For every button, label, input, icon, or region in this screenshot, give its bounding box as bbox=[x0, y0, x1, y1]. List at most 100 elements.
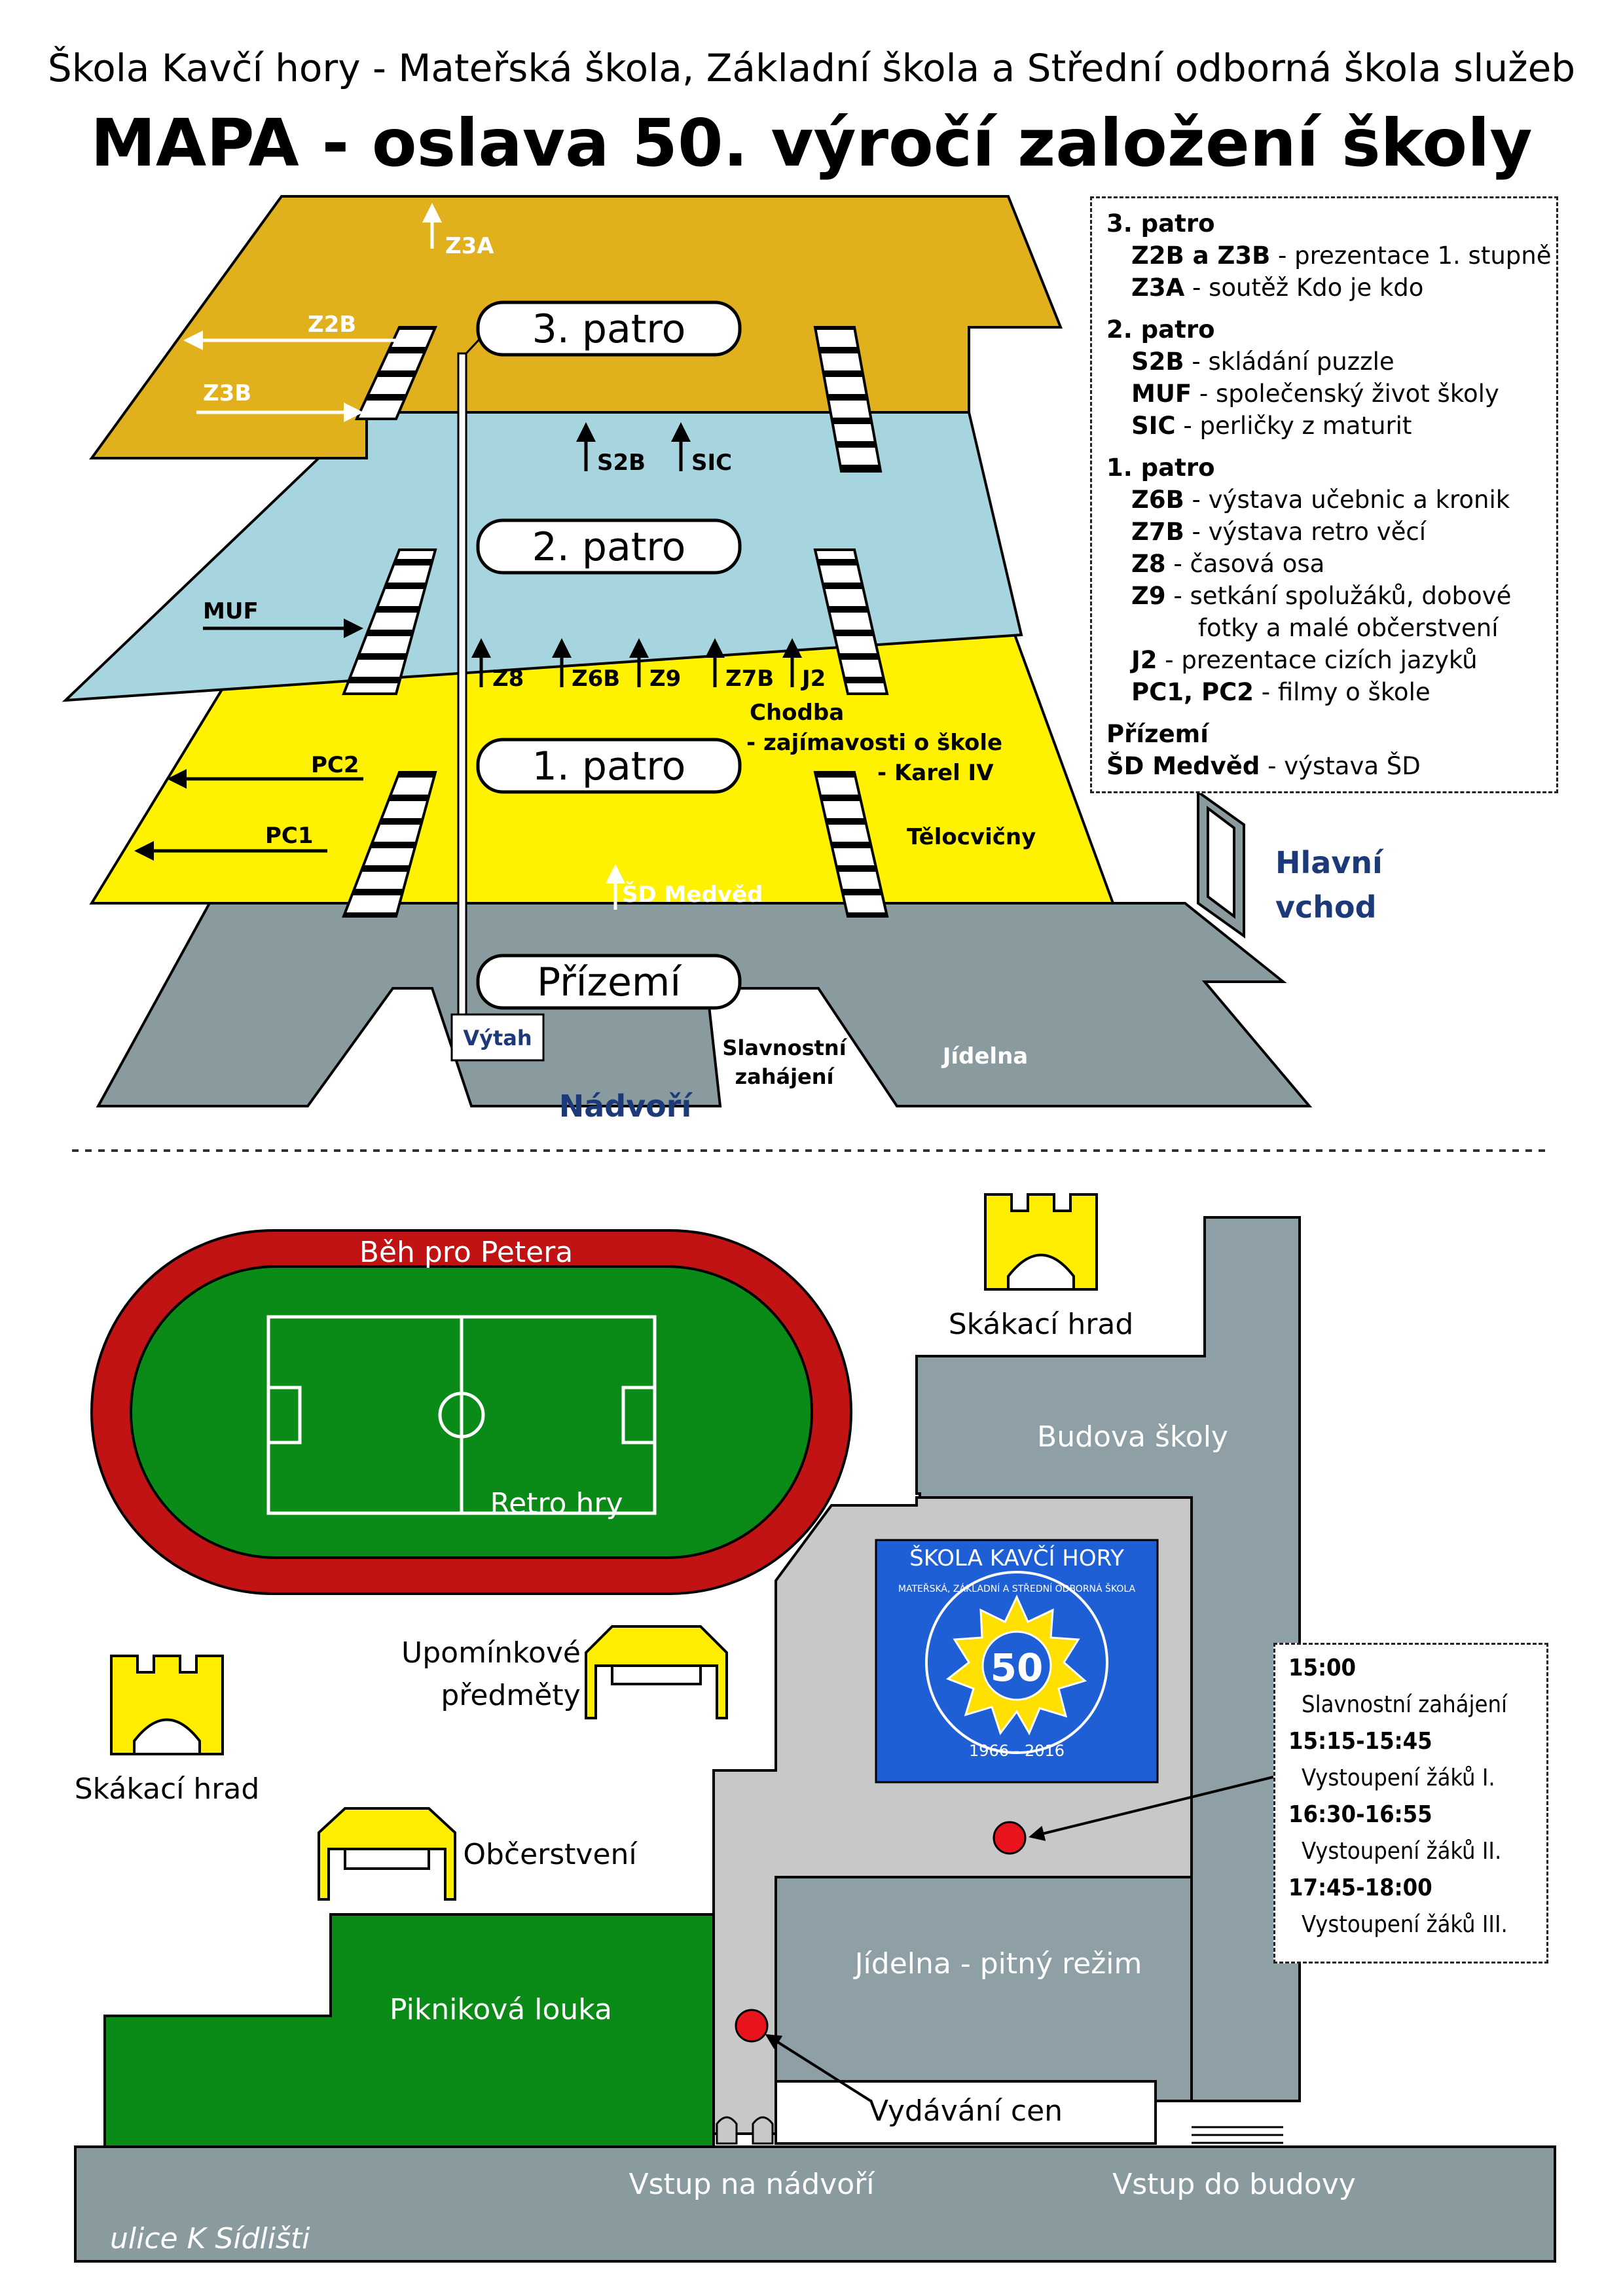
floor1-arrows bbox=[134, 638, 802, 861]
castle-left-icon bbox=[110, 1655, 224, 1755]
marker-awards bbox=[735, 2009, 769, 2043]
label-telocvicny: Tělocvičny bbox=[907, 824, 1036, 850]
legend-item: Z3A - soutěž Kdo je kdo bbox=[1131, 274, 1424, 302]
label-souvenirs-2: předměty bbox=[441, 1679, 580, 1712]
floor1-label: 1. patro bbox=[532, 744, 686, 789]
school-logo-ring bbox=[925, 1571, 1108, 1754]
label-vytah: Výtah bbox=[463, 1026, 532, 1050]
schedule-event: Slavnostní zahájení bbox=[1302, 1691, 1507, 1718]
label-hlavni: Hlavní bbox=[1275, 845, 1384, 880]
floor2-arrows bbox=[203, 422, 691, 638]
street bbox=[74, 2145, 1556, 2263]
label-awards: Vydávání cen bbox=[869, 2094, 1063, 2128]
picnic-meadow bbox=[103, 1913, 715, 2148]
main-entrance-door bbox=[1197, 789, 1245, 939]
label-souvenirs-1: Upomínkové bbox=[401, 1636, 581, 1670]
label-sd-medved: ŠD Medvěd bbox=[622, 881, 763, 908]
legend-item: J2 - prezentace cizích jazyků bbox=[1131, 646, 1478, 674]
label-vchod: vchod bbox=[1275, 889, 1377, 925]
label-retro: Retro hry bbox=[490, 1487, 623, 1520]
label-pc1: PC1 bbox=[265, 823, 314, 849]
label-castle-top: Skákací hrad bbox=[949, 1308, 1134, 1341]
label-j2: J2 bbox=[801, 666, 826, 692]
legend-item: Z6B - výstava učebnic a kronik bbox=[1131, 486, 1510, 514]
floor-legend: 3. patro Z2B a Z3B - prezentace 1. stupn… bbox=[1090, 196, 1558, 793]
football-pitch-grass bbox=[130, 1265, 813, 1559]
ground-label: Přízemí bbox=[537, 960, 682, 1005]
label-sic: SIC bbox=[691, 450, 732, 476]
schedule-event: Vystoupení žáků I. bbox=[1302, 1765, 1495, 1791]
legend-floor2-title: 2. patro bbox=[1106, 315, 1215, 344]
legend-item: Z8 - časová osa bbox=[1131, 550, 1325, 578]
schedule-event: Vystoupení žáků II. bbox=[1302, 1838, 1502, 1865]
label-s2b: S2B bbox=[597, 450, 646, 476]
school-name: Škola Kavčí hory - Mateřská škola, Zákla… bbox=[47, 46, 1576, 90]
castle-top-icon bbox=[984, 1193, 1098, 1291]
logo-number: 50 bbox=[991, 1645, 1044, 1690]
pointer-ceremony bbox=[1029, 1776, 1274, 1841]
label-refreshments: Občerstvení bbox=[463, 1838, 638, 1871]
label-z6b: Z6B bbox=[572, 666, 620, 692]
legend-ground-title: Přízemí bbox=[1106, 720, 1209, 748]
elevator-label-box bbox=[450, 1013, 545, 1062]
label-chodba-desc: - zajímavosti o škole bbox=[746, 730, 1002, 756]
floor3-arrows bbox=[183, 203, 442, 422]
stairs-left bbox=[342, 326, 438, 918]
label-jidelna: Jídelna bbox=[941, 1043, 1029, 1069]
schedule-time: 17:45-18:00 bbox=[1288, 1874, 1432, 1901]
label-z3a: Z3A bbox=[445, 233, 494, 259]
label-building: Budova školy bbox=[1037, 1420, 1228, 1454]
label-canteen: Jídelna - pitný režim bbox=[853, 1947, 1142, 1981]
label-track: Běh pro Petera bbox=[359, 1236, 574, 1269]
legend-item: PC1, PC2 - filmy o škole bbox=[1131, 678, 1431, 706]
label-zahajeni: zahájení bbox=[735, 1064, 835, 1089]
pointer-awards bbox=[765, 2034, 872, 2102]
page-title: MAPA - oslava 50. výročí založení školy bbox=[90, 105, 1533, 181]
legend-floor3-title: 3. patro bbox=[1106, 209, 1215, 238]
label-entry-yard: Vstup na nádvoří bbox=[629, 2168, 876, 2201]
event-schedule: 15:00 Slavnostní zahájení 15:15-15:45 Vy… bbox=[1273, 1643, 1548, 1964]
legend-item-continued: fotky a malé občerstvení bbox=[1198, 614, 1499, 642]
legend-item: Z7B - výstava retro věcí bbox=[1131, 518, 1426, 546]
schedule-event: Vystoupení žáků III. bbox=[1302, 1911, 1508, 1938]
legend-item: S2B - skládání puzzle bbox=[1131, 348, 1395, 376]
label-nadvori: Nádvoří bbox=[559, 1088, 693, 1124]
schedule-time: 15:00 bbox=[1288, 1655, 1357, 1681]
refreshment-stand-icon bbox=[318, 1807, 456, 1901]
label-chodba: Chodba bbox=[750, 700, 844, 726]
football-pitch-lines bbox=[266, 1315, 657, 1515]
label-pc2: PC2 bbox=[311, 752, 359, 778]
label-street: ulice K Sídlišti bbox=[110, 2222, 310, 2255]
awards-building bbox=[775, 2080, 1157, 2145]
legend-floor1-title: 1. patro bbox=[1106, 454, 1215, 482]
logo-arc-top: ŠKOLA KAVČÍ HORY bbox=[909, 1545, 1124, 1571]
label-entry-building: Vstup do budovy bbox=[1112, 2168, 1356, 2201]
canteen-building bbox=[775, 1876, 1193, 2102]
marker-ceremony bbox=[993, 1821, 1027, 1855]
label-karel: - Karel IV bbox=[877, 760, 994, 786]
floor2-label: 2. patro bbox=[532, 524, 686, 570]
gate bbox=[716, 2116, 774, 2145]
stairs-right bbox=[813, 326, 889, 918]
legend-item: SIC - perličky z maturit bbox=[1131, 412, 1412, 440]
label-z3b: Z3B bbox=[203, 380, 251, 406]
souvenir-stand-icon bbox=[585, 1625, 728, 1719]
label-z7b: Z7B bbox=[725, 666, 774, 692]
logo-years: 1966 - 2016 bbox=[969, 1742, 1065, 1760]
label-z9: Z9 bbox=[649, 666, 681, 692]
label-slavnostni: Slavnostní bbox=[722, 1035, 847, 1060]
schedule-time: 15:15-15:45 bbox=[1288, 1728, 1432, 1755]
label-picnic: Pikniková louka bbox=[390, 1993, 612, 2026]
entrance-steps bbox=[1192, 2126, 1283, 2144]
legend-item: MUF - společenský život školy bbox=[1131, 380, 1499, 408]
logo-arc-sub: MATEŘSKÁ, ZÁKLADNÍ A STŘEDNÍ ODBORNÁ ŠKO… bbox=[898, 1583, 1136, 1594]
legend-item: Z9 - setkání spolužáků, dobové bbox=[1131, 582, 1512, 610]
label-z2b: Z2B bbox=[308, 312, 356, 338]
label-castle-left: Skákací hrad bbox=[75, 1772, 260, 1806]
legend-item: ŠD Medvěd - výstava ŠD bbox=[1106, 752, 1421, 780]
schedule-time: 16:30-16:55 bbox=[1288, 1801, 1432, 1828]
label-z8: Z8 bbox=[492, 666, 524, 692]
floor3-label: 3. patro bbox=[532, 306, 686, 352]
elevator-shaft bbox=[457, 352, 467, 1022]
